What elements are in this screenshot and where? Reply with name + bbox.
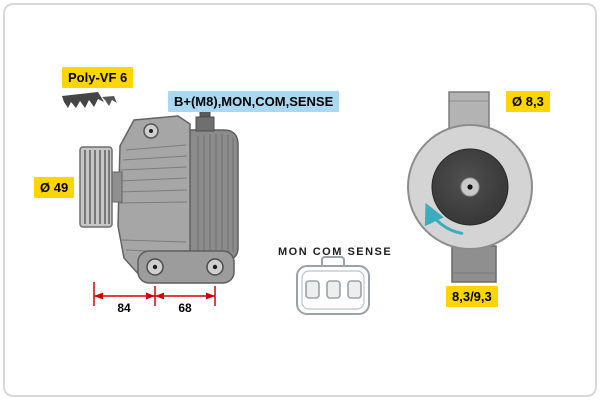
dimension-lines	[93, 282, 216, 306]
pulley	[79, 146, 113, 228]
top-mount-hole	[143, 123, 159, 139]
alternator-rear-view	[407, 91, 533, 283]
mount-hole-left	[146, 258, 164, 276]
connector-pins-label: MON COM SENSE	[278, 246, 393, 258]
shaft-hub	[460, 177, 480, 197]
belt-type-label: Poly-VF 6	[62, 67, 134, 88]
mount-hole-right	[206, 258, 224, 276]
belt-profile-icon	[62, 92, 117, 108]
bottom-mount-tab	[451, 245, 497, 283]
connector-pins	[305, 280, 362, 299]
rear-housing	[187, 129, 239, 261]
terminals-label: B+(M8),MON,COM,SENSE	[168, 91, 340, 112]
dimension-68-value: 68	[178, 301, 192, 315]
mount-bore-label: Ø 8,3	[506, 91, 550, 112]
connector-diagram	[296, 256, 370, 315]
mount-bore-range-label: 8,3/9,3	[446, 286, 498, 307]
bottom-mounting-arm	[137, 250, 235, 284]
dimension-84-value: 84	[117, 301, 131, 315]
pulley-diameter-label: Ø 49	[34, 177, 75, 198]
rotation-arrow-icon	[424, 202, 464, 235]
top-mount-tab	[448, 91, 490, 131]
alternator-side-view	[79, 110, 239, 284]
terminal-stud	[195, 110, 215, 132]
